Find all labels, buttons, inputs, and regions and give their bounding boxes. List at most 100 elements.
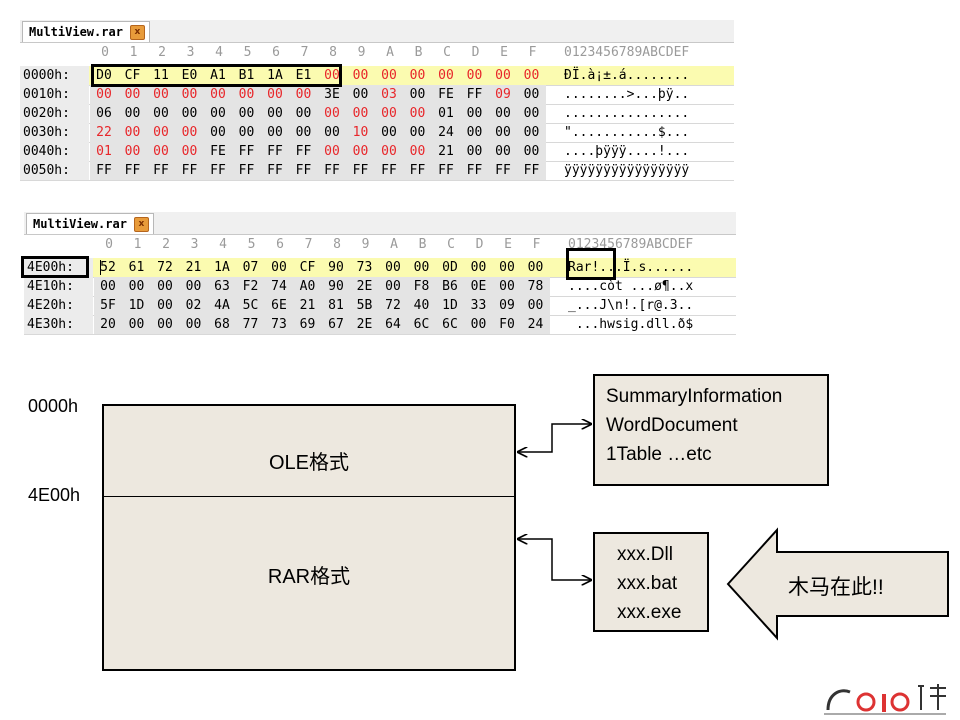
hex-byte[interactable]: 00 bbox=[96, 87, 112, 102]
hex-byte[interactable]: 21 bbox=[185, 260, 202, 275]
hex-byte[interactable]: 00 bbox=[153, 125, 169, 140]
hex-byte[interactable]: 09 bbox=[495, 87, 511, 102]
hex-byte[interactable]: 00 bbox=[295, 87, 312, 102]
hex-byte[interactable]: FF bbox=[181, 163, 198, 178]
hex-byte[interactable]: 00 bbox=[523, 106, 540, 121]
hex-byte[interactable]: 68 bbox=[214, 317, 230, 332]
hex-byte[interactable]: 00 bbox=[157, 279, 173, 294]
hex-byte[interactable]: 00 bbox=[470, 317, 487, 332]
hex-byte[interactable]: 0E bbox=[470, 279, 487, 294]
hex-byte[interactable]: 21 bbox=[299, 298, 316, 313]
hex-byte[interactable]: 00 bbox=[499, 279, 515, 294]
hex-byte[interactable]: CF bbox=[299, 260, 316, 275]
tab-multiview-rar[interactable]: MultiView.rar x bbox=[26, 213, 154, 234]
hex-byte[interactable]: 00 bbox=[523, 125, 540, 140]
hex-byte[interactable]: 00 bbox=[128, 317, 145, 332]
hex-byte[interactable]: FF bbox=[267, 163, 283, 178]
hex-byte[interactable]: A1 bbox=[210, 68, 226, 83]
ascii-text[interactable]: ........>...þÿ.. bbox=[564, 87, 690, 102]
hex-byte[interactable]: FE bbox=[210, 144, 226, 159]
hex-byte[interactable]: 00 bbox=[409, 87, 426, 102]
hex-byte[interactable]: 02 bbox=[185, 298, 202, 313]
hex-byte[interactable]: 81 bbox=[328, 298, 344, 313]
hex-byte[interactable]: 77 bbox=[242, 317, 259, 332]
hex-byte[interactable]: D0 bbox=[96, 68, 112, 83]
hex-byte[interactable]: 21 bbox=[438, 144, 454, 159]
hex-byte[interactable]: FF bbox=[124, 163, 141, 178]
hex-byte[interactable]: A0 bbox=[299, 279, 316, 294]
hex-byte[interactable]: 73 bbox=[356, 260, 373, 275]
hex-byte[interactable]: E1 bbox=[295, 68, 312, 83]
tab-multiview-rar[interactable]: MultiView.rar x bbox=[22, 21, 150, 42]
hex-byte[interactable]: 4A bbox=[214, 298, 230, 313]
hex-byte[interactable]: 00 bbox=[495, 144, 511, 159]
hex-byte[interactable]: 00 bbox=[181, 144, 198, 159]
hex-byte[interactable]: 52 bbox=[100, 260, 116, 275]
hex-byte[interactable]: FF bbox=[96, 163, 112, 178]
hex-byte[interactable]: 74 bbox=[271, 279, 287, 294]
hex-byte[interactable]: F0 bbox=[499, 317, 515, 332]
hex-byte[interactable]: 20 bbox=[100, 317, 116, 332]
hex-byte[interactable]: 72 bbox=[157, 260, 173, 275]
hex-byte[interactable]: 00 bbox=[271, 260, 287, 275]
hex-byte[interactable]: 00 bbox=[295, 125, 312, 140]
hex-byte[interactable]: 5B bbox=[356, 298, 373, 313]
hex-byte[interactable]: 00 bbox=[324, 68, 340, 83]
hex-byte[interactable]: 1A bbox=[267, 68, 283, 83]
hex-byte[interactable]: FF bbox=[295, 163, 312, 178]
hex-byte[interactable]: 00 bbox=[352, 144, 369, 159]
hex-byte[interactable]: 3E bbox=[324, 87, 340, 102]
ascii-text[interactable]: ...hwsig.dll.ð$ bbox=[568, 317, 694, 332]
hex-byte[interactable]: 00 bbox=[100, 279, 116, 294]
hex-byte[interactable]: 00 bbox=[385, 260, 401, 275]
hex-byte[interactable]: 00 bbox=[210, 125, 226, 140]
hex-byte[interactable]: 1A bbox=[214, 260, 230, 275]
hex-byte[interactable]: 00 bbox=[267, 125, 283, 140]
hex-byte[interactable]: 00 bbox=[409, 125, 426, 140]
hex-byte[interactable]: 00 bbox=[385, 279, 401, 294]
hex-byte[interactable]: 00 bbox=[409, 106, 426, 121]
hex-byte[interactable]: 5C bbox=[242, 298, 259, 313]
hex-byte[interactable]: 00 bbox=[527, 298, 544, 313]
hex-byte[interactable]: FF bbox=[523, 163, 540, 178]
hex-byte[interactable]: 90 bbox=[328, 260, 344, 275]
hex-byte[interactable]: 00 bbox=[499, 260, 515, 275]
hex-byte[interactable]: 01 bbox=[438, 106, 454, 121]
hex-byte[interactable]: 00 bbox=[324, 125, 340, 140]
hex-byte[interactable]: FF bbox=[238, 144, 255, 159]
hex-byte[interactable]: 2E bbox=[356, 279, 373, 294]
hex-byte[interactable]: FF bbox=[238, 163, 255, 178]
hex-byte[interactable]: 24 bbox=[527, 317, 544, 332]
hex-byte[interactable]: 00 bbox=[267, 106, 283, 121]
hex-byte[interactable]: 00 bbox=[470, 260, 487, 275]
hex-byte[interactable]: 00 bbox=[466, 144, 483, 159]
hex-byte[interactable]: FF bbox=[210, 163, 226, 178]
hex-byte[interactable]: 00 bbox=[238, 87, 255, 102]
hex-byte[interactable]: FF bbox=[352, 163, 369, 178]
hex-byte[interactable]: 00 bbox=[495, 68, 511, 83]
hex-byte[interactable]: 5F bbox=[100, 298, 116, 313]
hex-byte[interactable]: E0 bbox=[181, 68, 198, 83]
hex-byte[interactable]: B1 bbox=[238, 68, 255, 83]
hex-byte[interactable]: 00 bbox=[523, 68, 540, 83]
hex-byte[interactable]: 00 bbox=[495, 106, 511, 121]
hex-byte[interactable]: 00 bbox=[466, 125, 483, 140]
hex-byte[interactable]: 00 bbox=[523, 144, 540, 159]
hex-byte[interactable]: 0D bbox=[442, 260, 458, 275]
ascii-text[interactable]: "...........$... bbox=[564, 125, 690, 140]
hex-byte[interactable]: 00 bbox=[352, 68, 369, 83]
hex-byte[interactable]: 6E bbox=[271, 298, 287, 313]
